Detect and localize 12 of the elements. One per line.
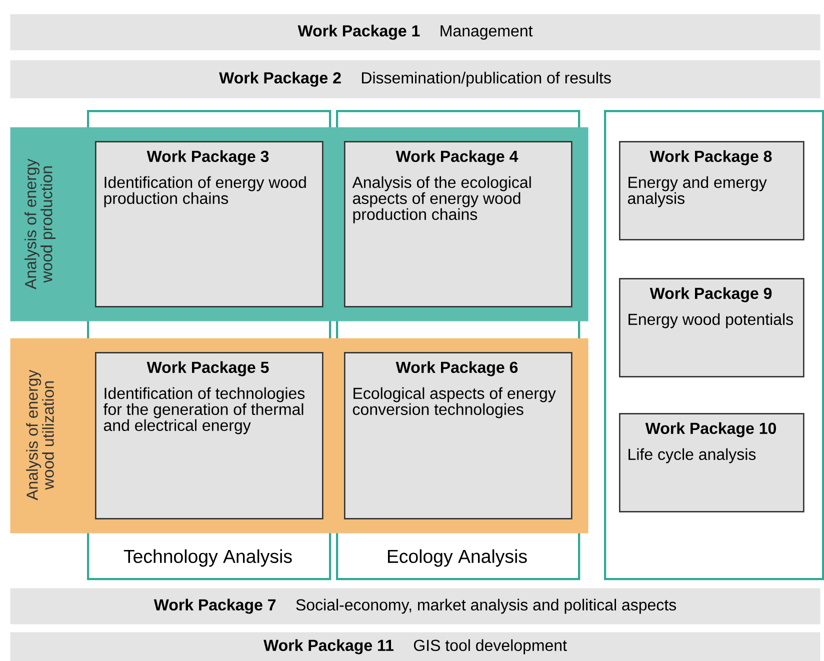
work-package-box: Work Package 5 Identification of technologies for the generation of thermal and electrical energy <box>95 352 324 520</box>
work-package-band: Work Package 11 GIS tool development <box>10 632 820 661</box>
work-package-box: Work Package 10 Life cycle analysis <box>619 413 804 512</box>
work-package-box: Work Package 6 Ecological aspects of energy conversion technologies <box>344 352 572 520</box>
work-package-box: Work Package 8 Energy and emergy analysis <box>619 141 804 240</box>
work-package-band: Work Package 2 Dissemination/publication of results <box>10 60 820 98</box>
work-package-band: Work Package 7 Social-economy, market analysis and political aspects <box>10 588 820 624</box>
work-package-box: Work Package 3 Identification of energy wood production chains <box>95 141 324 308</box>
column-frame <box>604 110 824 580</box>
work-package-band: Work Package 1 Management <box>10 14 820 50</box>
work-package-box: Work Package 4 Analysis of the ecological aspects of energy wood production chains <box>344 141 572 308</box>
work-package-box: Work Package 9 Energy wood potentials <box>619 278 804 378</box>
